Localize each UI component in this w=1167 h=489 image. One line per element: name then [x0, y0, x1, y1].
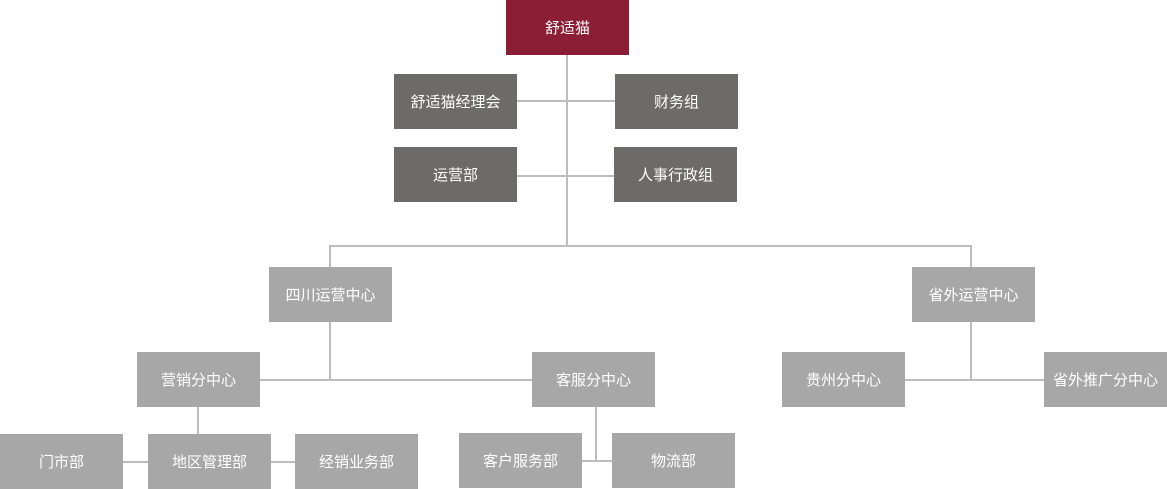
node-customer-service: 客户服务部	[459, 433, 582, 488]
node-outside-center: 省外运营中心	[912, 267, 1035, 322]
connector-line	[970, 321, 972, 380]
node-regional-management: 地区管理部	[148, 434, 271, 489]
node-marketing-subcenter: 营销分中心	[137, 352, 260, 407]
node-promotion-subcenter: 省外推广分中心	[1044, 352, 1167, 407]
node-service-subcenter: 客服分中心	[532, 352, 655, 407]
connector-line	[566, 54, 568, 246]
node-distribution: 经销业务部	[295, 434, 418, 489]
node-sichuan-center: 四川运营中心	[269, 267, 392, 322]
connector-line	[904, 379, 1044, 381]
node-store: 门市部	[0, 434, 123, 489]
connector-line	[595, 406, 597, 462]
connector-line	[123, 461, 148, 463]
connector-line	[517, 100, 615, 102]
connector-line	[329, 245, 331, 267]
node-manager-board: 舒适猫经理会	[394, 74, 517, 129]
node-operations: 运营部	[394, 147, 517, 202]
connector-line	[970, 245, 972, 267]
connector-line	[197, 406, 199, 434]
root-node: 舒适猫	[506, 0, 629, 55]
connector-line	[259, 379, 532, 381]
connector-line	[329, 245, 972, 247]
connector-line	[270, 461, 295, 463]
connector-line	[581, 460, 612, 462]
node-guizhou-subcenter: 贵州分中心	[782, 352, 905, 407]
connector-line	[517, 175, 614, 177]
connector-line	[329, 321, 331, 380]
node-finance: 财务组	[615, 74, 738, 129]
node-hr-admin: 人事行政组	[614, 147, 737, 202]
node-logistics: 物流部	[612, 433, 735, 488]
